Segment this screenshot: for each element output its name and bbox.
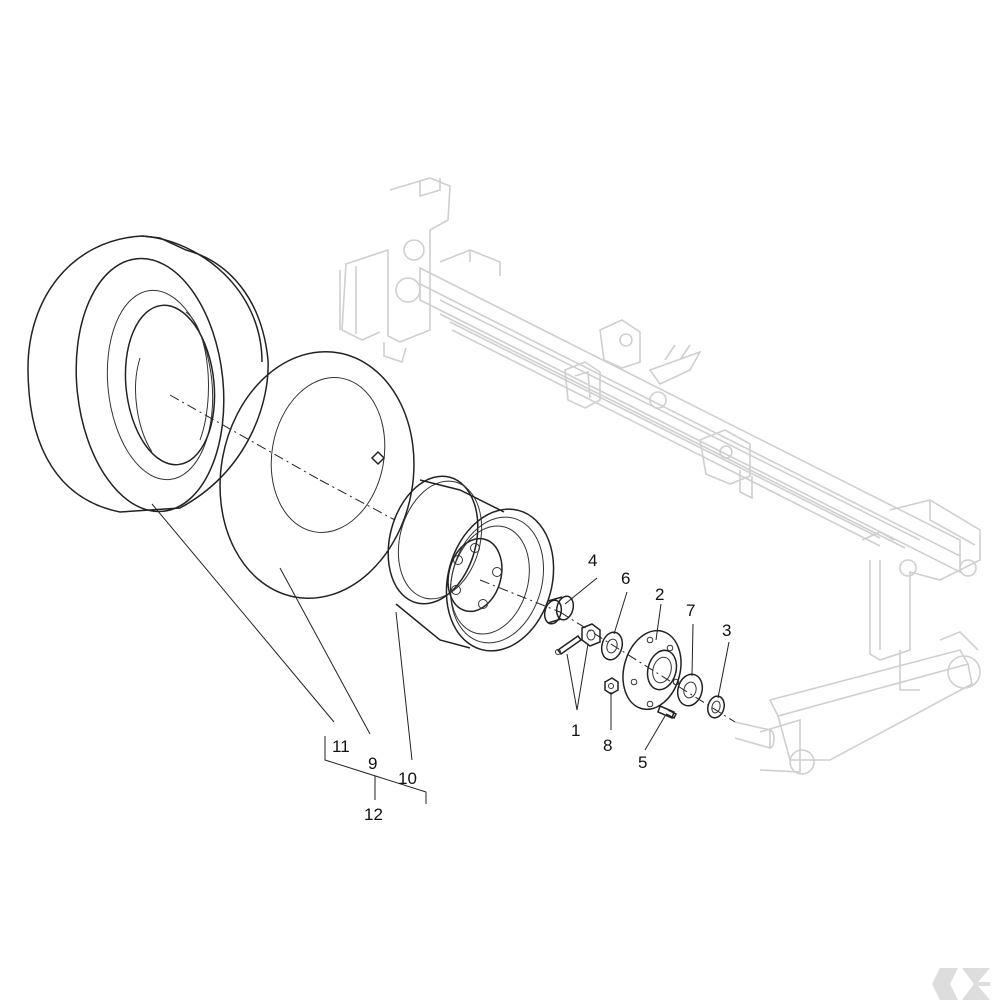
callout-6: 6 bbox=[621, 569, 630, 588]
outer-bearing-part bbox=[676, 673, 704, 707]
callout-12: 12 bbox=[364, 805, 383, 824]
bolt-part bbox=[657, 704, 678, 720]
leader-lines bbox=[151, 503, 730, 804]
split-pin-part bbox=[555, 634, 583, 656]
bearing-part bbox=[600, 631, 624, 661]
callout-5: 5 bbox=[638, 753, 647, 772]
callout-2: 2 bbox=[655, 585, 664, 604]
callout-9: 9 bbox=[368, 754, 377, 773]
callout-4: 4 bbox=[588, 551, 597, 570]
callout-labels: 1 2 3 4 5 6 7 8 9 10 11 12 bbox=[332, 551, 731, 824]
wheel-rim bbox=[387, 475, 555, 652]
callout-10: 10 bbox=[398, 769, 417, 788]
callout-3: 3 bbox=[722, 621, 731, 640]
hub-parts bbox=[543, 595, 725, 720]
sleeve-part bbox=[543, 595, 575, 625]
nut-part bbox=[604, 677, 619, 695]
callout-8: 8 bbox=[603, 736, 612, 755]
hub-flange-part bbox=[622, 629, 682, 711]
callout-7: 7 bbox=[686, 601, 695, 620]
machine-frame-ghost bbox=[339, 177, 981, 775]
washer-part bbox=[707, 695, 725, 719]
inner-tube bbox=[219, 351, 415, 599]
callout-1: 1 bbox=[571, 721, 580, 740]
callout-11: 11 bbox=[332, 737, 350, 756]
tyre bbox=[27, 235, 269, 513]
castle-nut-part bbox=[581, 623, 601, 647]
brand-logo bbox=[932, 968, 990, 1000]
